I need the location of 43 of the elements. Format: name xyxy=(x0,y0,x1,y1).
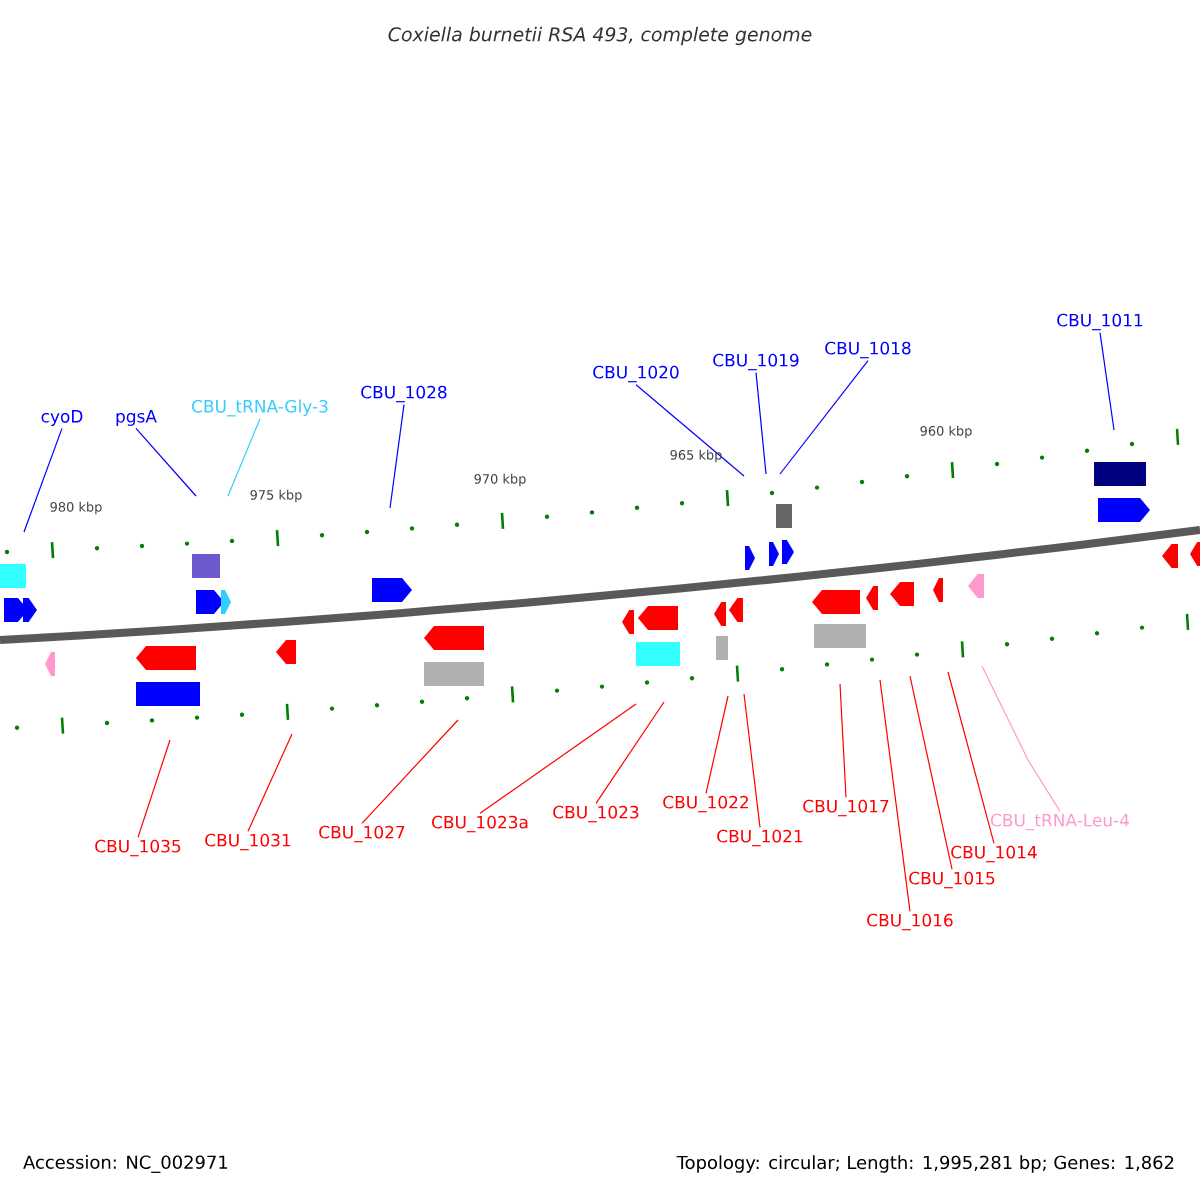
gene-label: CBU_1028 xyxy=(361,385,447,403)
gene-label: CBU_1023a xyxy=(432,815,528,833)
gene-label: CBU_1022 xyxy=(663,795,748,813)
gene-label: CBU_1023 xyxy=(553,805,639,823)
gene-label: CBU_1031 xyxy=(205,833,291,851)
leader-line xyxy=(135,427,197,497)
gene-label: CBU_1019 xyxy=(713,353,799,371)
leader-line xyxy=(479,703,637,814)
gene-label: cyoD xyxy=(41,410,83,426)
leader-line xyxy=(839,683,847,798)
leader-line xyxy=(635,384,745,477)
gene-label: CBU_1017 xyxy=(803,799,889,817)
leader-line xyxy=(389,404,405,509)
leader-line xyxy=(247,733,293,832)
gene-label: CBU_1020 xyxy=(593,365,679,383)
leader-line xyxy=(981,665,1061,812)
gene-label: CBU_tRNA-Gly-3 xyxy=(192,399,328,417)
gene-label: CBU_1021 xyxy=(717,829,803,847)
leader-line xyxy=(743,693,761,828)
gene-label: CBU_1014 xyxy=(951,845,1037,863)
leader-line xyxy=(361,719,459,824)
leader-line xyxy=(779,360,869,475)
genome-info-text: Topology: circular; Length: 1,995,281 bp; Genes: 1,862 xyxy=(676,1155,1174,1173)
gene-label: CBU_1018 xyxy=(825,341,911,359)
leader-line xyxy=(1099,332,1115,431)
gene-label: CBU_1016 xyxy=(867,913,953,931)
gene-label: CBU_1027 xyxy=(319,825,405,843)
gene-label: CBU_1035 xyxy=(95,839,181,857)
gene-label: pgsA xyxy=(116,410,157,426)
leader-line xyxy=(705,695,729,794)
leader-line xyxy=(595,701,665,804)
gene-label: CBU_1015 xyxy=(909,871,995,889)
leader-line xyxy=(947,671,995,844)
leader-line xyxy=(909,675,953,870)
gene-label: CBU_tRNA-Leu-4 xyxy=(991,813,1129,831)
leader-line xyxy=(137,739,171,838)
leader-line xyxy=(755,372,767,475)
gene-label: CBU_1011 xyxy=(1057,313,1143,331)
leader-line xyxy=(23,427,63,533)
accession-text: Accession: NC_002971 xyxy=(23,1155,228,1173)
leader-line xyxy=(879,679,911,912)
title: Coxiella burnetii RSA 493, complete genome xyxy=(388,26,812,46)
leader-line xyxy=(227,418,261,497)
